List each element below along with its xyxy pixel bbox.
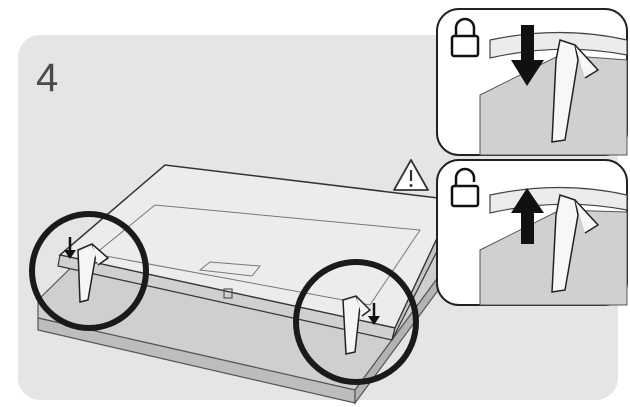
step-number: 4	[36, 56, 58, 100]
